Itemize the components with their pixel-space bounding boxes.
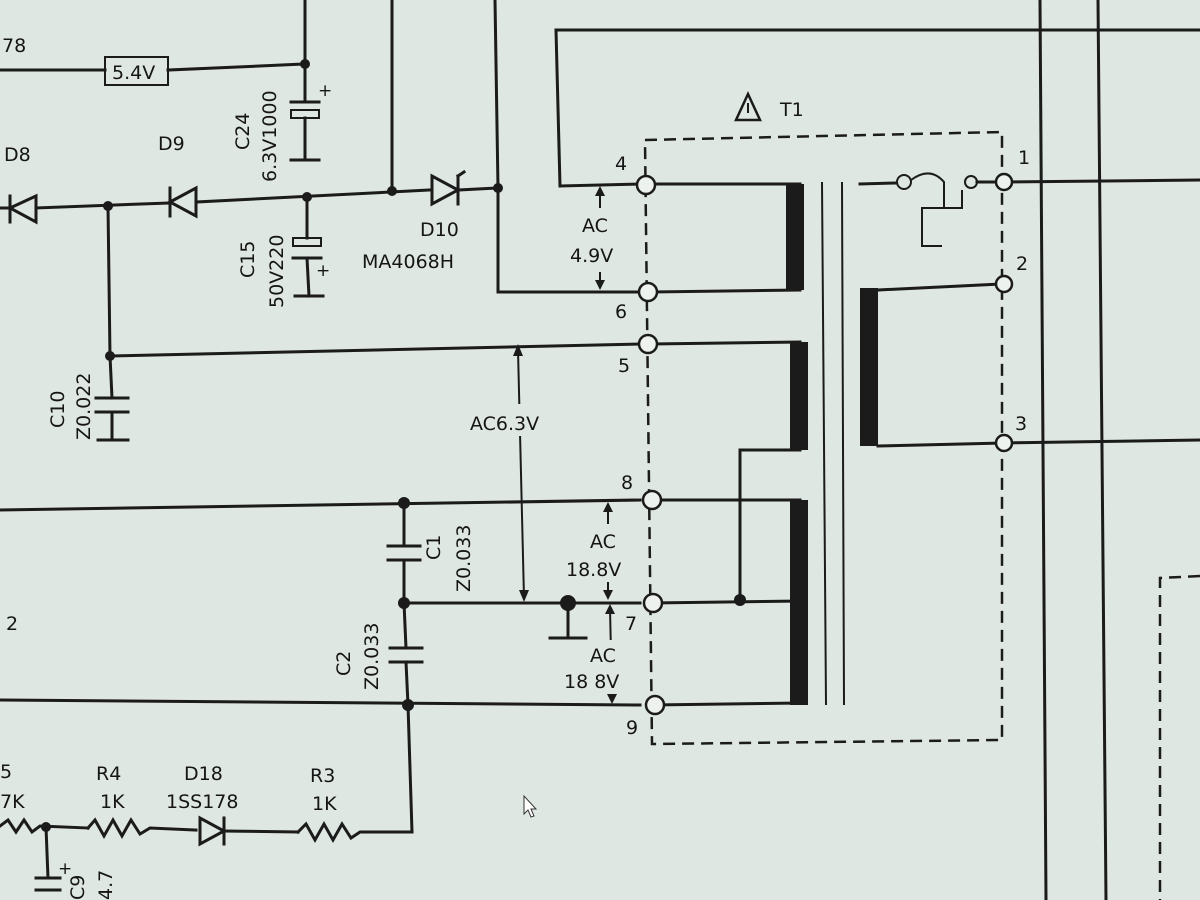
partial-label-4-7: 4.7: [95, 870, 117, 900]
c15-label: C15: [237, 241, 259, 278]
c1-value: Z0.033: [453, 525, 475, 592]
c24-plus-sign: +: [318, 81, 332, 101]
c24-label: C24: [232, 113, 254, 150]
ac188-top-value: 18.8V: [566, 559, 621, 581]
pin-2-terminal: [994, 274, 1014, 294]
pin-label-2: 2: [1016, 253, 1028, 275]
d18-part-number: 1SS178: [166, 791, 238, 813]
t1-label: T1: [779, 99, 804, 121]
partial-label-c9: C9: [67, 875, 89, 900]
pin-label-1: 1: [1018, 147, 1030, 169]
partial-label-2: 2: [6, 613, 18, 635]
ac49-value: 4.9V: [570, 245, 613, 267]
d18-label: D18: [184, 763, 223, 785]
voltage-annotations: AC 4.9V AC6.3V AC 18.8V AC 18 8V: [466, 186, 640, 704]
voltage-label-5v4: 5.4V: [112, 62, 155, 84]
pin-5-terminal: [637, 333, 659, 355]
c9-plus-sign: +: [58, 859, 72, 879]
bottom-resistor-row: + 5 7K R4 1K D18 1SS178 R3 1K C9 4.7: [0, 761, 414, 900]
c1-label: C1: [423, 535, 445, 560]
ac188-bottom-value: 18 8V: [564, 671, 619, 693]
c10-label: C10: [47, 391, 69, 428]
adjacent-block-outline: [1158, 574, 1200, 900]
c24-value: 6.3V1000: [259, 90, 281, 182]
d8-diode-symbol: [6, 193, 38, 225]
d10-diode-symbol: [430, 173, 462, 207]
ac188-top-label: AC: [590, 531, 616, 553]
r3-label: R3: [310, 765, 335, 787]
partial-label-178: 78: [2, 35, 26, 57]
c2-label: C2: [333, 651, 355, 676]
winding-2-3: [860, 288, 878, 446]
pin-9-terminal: [644, 694, 666, 716]
c15-plus-sign: +: [316, 261, 330, 281]
pin-label-9: 9: [626, 717, 638, 739]
d9-label: D9: [158, 133, 185, 155]
t1-terminals: 4 6 5 8 7 9 1 2 3: [615, 147, 1030, 739]
r4-resistor-symbol: [85, 816, 198, 840]
ac49-label: AC: [582, 215, 608, 237]
r4-label: R4: [96, 763, 121, 785]
right-bus-line-1: [1038, 0, 1048, 900]
mouse-cursor-icon: [523, 794, 538, 818]
warning-triangle-icon: [734, 91, 762, 122]
winding-8-9: [790, 500, 808, 705]
c15-value: 50V220: [266, 235, 288, 308]
thermal-fuse-icon: [896, 174, 912, 190]
pin-label-4: 4: [615, 153, 627, 175]
pin-4-terminal: [635, 174, 657, 196]
ac188-bottom-label: AC: [590, 645, 616, 667]
pin-label-6: 6: [615, 301, 627, 323]
d9-diode-symbol: [166, 185, 198, 219]
partial-label-7k: 7K: [0, 791, 25, 813]
ac63-value: AC6.3V: [470, 413, 539, 435]
c2-value: Z0.033: [361, 623, 383, 690]
partial-label-5: 5: [0, 761, 12, 783]
supply-5v4-section: 5.4V 78 + C24 6.3V1000: [0, 0, 332, 182]
r3-value: 1K: [312, 793, 337, 815]
pin-label-8: 8: [621, 472, 633, 494]
pin-label-3: 3: [1015, 413, 1027, 435]
pin-6-terminal: [637, 281, 659, 303]
right-bus-line-2: [1096, 0, 1108, 900]
pin-label-7: 7: [625, 613, 637, 635]
pin-label-5: 5: [618, 355, 630, 377]
winding-5-8-top: [790, 342, 808, 450]
pin-3-terminal: [994, 433, 1014, 453]
winding-4-6: [786, 184, 804, 290]
rectifier-rail: D8 D9 D10 MA4068H + C15 50V220 C10 Z0.02…: [0, 0, 642, 442]
lower-capacitor-section: C1 Z0.033 C2 Z0.033 2: [0, 497, 642, 834]
d18-diode-symbol: [198, 815, 228, 847]
r4-value: 1K: [100, 791, 125, 813]
t1-transformer-outline: [643, 130, 1004, 746]
d8-label: D8: [4, 144, 31, 166]
d10-label: D10: [420, 219, 459, 241]
t1-warning-label: T1: [734, 91, 804, 122]
r3-resistor-symbol: [295, 820, 414, 844]
d10-part-number: MA4068H: [362, 251, 454, 273]
pin-7-terminal: [642, 592, 664, 614]
c10-value: Z0.022: [73, 373, 95, 440]
pin-1-terminal: [994, 172, 1014, 192]
pin-8-terminal: [641, 489, 663, 511]
